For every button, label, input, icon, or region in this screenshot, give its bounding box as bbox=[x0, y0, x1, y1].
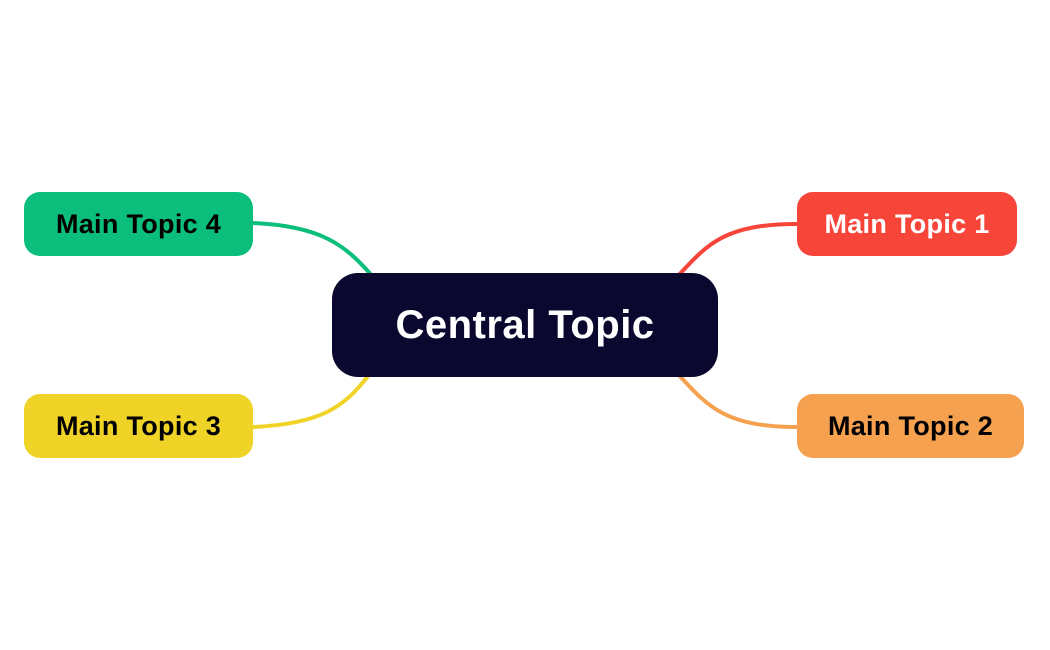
node-main-topic-3[interactable]: Main Topic 3 bbox=[24, 394, 253, 458]
main-topic-1-label: Main Topic 1 bbox=[824, 208, 990, 239]
connector-central-to-topic4 bbox=[251, 221, 375, 279]
connector-central-to-topic3 bbox=[251, 374, 370, 429]
connector-central-to-topic2 bbox=[674, 370, 799, 429]
node-central-topic[interactable]: Central Topic bbox=[332, 273, 718, 377]
main-topic-4-label: Main Topic 4 bbox=[55, 208, 222, 239]
connector-central-to-topic1 bbox=[674, 222, 799, 280]
main-topic-3-label: Main Topic 3 bbox=[55, 410, 222, 441]
node-main-topic-2[interactable]: Main Topic 2 bbox=[797, 394, 1024, 458]
main-topic-2-label: Main Topic 2 bbox=[827, 410, 994, 441]
node-main-topic-4[interactable]: Main Topic 4 bbox=[24, 192, 253, 256]
node-main-topic-1[interactable]: Main Topic 1 bbox=[797, 192, 1017, 256]
central-topic-label: Central Topic bbox=[395, 302, 655, 347]
